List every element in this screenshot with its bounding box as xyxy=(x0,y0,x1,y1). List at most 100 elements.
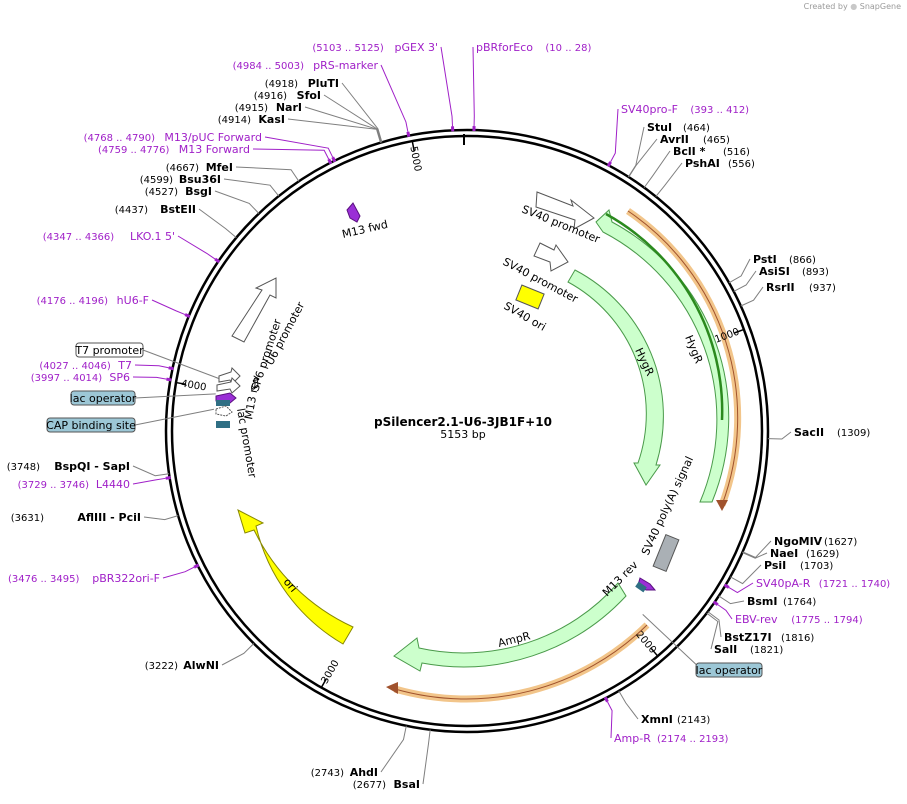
site-leader xyxy=(341,82,383,143)
site-leader xyxy=(221,643,255,666)
u6-promoter-arrow xyxy=(231,277,277,343)
snapgene-logo-icon: ● xyxy=(850,2,858,11)
site-leader xyxy=(740,286,764,307)
enzyme-name: PshAI xyxy=(685,157,720,170)
site-leader xyxy=(304,106,382,143)
primer-name: Amp-R xyxy=(614,732,651,745)
restriction-site: AflIII - PciI(3631) xyxy=(11,511,179,524)
primer-range: (2174 .. 2193) xyxy=(657,734,729,745)
tick-mark xyxy=(175,381,186,385)
boxed-feature-label: lac operator xyxy=(70,390,216,406)
tick-label: 2000 xyxy=(633,629,658,656)
site-position: (1627) xyxy=(824,537,857,548)
ampr-orf-line xyxy=(394,624,648,700)
enzyme-name: PstI xyxy=(753,253,777,266)
primer-name: M13 Forward xyxy=(179,143,250,156)
primer-leader xyxy=(380,64,409,132)
site-position: (465) xyxy=(703,135,730,146)
primer-leader xyxy=(728,582,754,594)
sv40-promoter-arrow-2 xyxy=(533,242,569,272)
credit-prefix: Created by xyxy=(803,2,848,11)
enzyme-name: NarI xyxy=(276,101,302,114)
primer-range: (1721 .. 1740) xyxy=(819,579,891,590)
primer-name: SV40pro-F xyxy=(621,103,678,116)
primer-binding-site: LKO.1 5'(4347 .. 4366) xyxy=(43,230,221,264)
site-position: (1309) xyxy=(837,428,870,439)
enzyme-name: AsiSI xyxy=(759,265,790,278)
restriction-site: PluTI(4918) xyxy=(265,77,383,143)
primer-leader xyxy=(134,364,169,369)
primer-name: L4440 xyxy=(96,478,130,491)
restriction-site: PsiI(1703) xyxy=(730,559,833,585)
primer-mark xyxy=(193,563,200,569)
primer-name: pBR322ori-F xyxy=(92,572,160,585)
lac-promoter-arrow xyxy=(215,405,233,417)
box-text: lac operator xyxy=(696,664,763,677)
restriction-site: AvrII(465) xyxy=(628,133,730,178)
primer-mark xyxy=(723,583,730,589)
t7-promoter-arrow xyxy=(216,377,241,394)
primer-binding-site: L4440(3729 .. 3746) xyxy=(18,476,171,491)
site-position: (1821) xyxy=(750,645,783,656)
lac-operator-box-left xyxy=(216,400,230,406)
primer-binding-site: pBR322ori-F (3476 .. 3495) xyxy=(8,563,200,585)
restriction-site: BstEII(4437) xyxy=(115,203,237,238)
primer-binding-site: hU6-F(4176 .. 4196) xyxy=(37,294,191,318)
enzyme-name: Bsu36I xyxy=(179,173,221,186)
tick-mark xyxy=(320,678,327,688)
box-leader xyxy=(134,393,216,399)
restriction-site: KasI(4914) xyxy=(218,113,381,143)
primer-leader xyxy=(132,376,167,380)
primer-leader xyxy=(252,148,330,160)
primer-name: pGEX 3' xyxy=(394,41,438,54)
box-leader xyxy=(642,614,703,671)
primer-leader xyxy=(264,136,334,158)
primer-leader xyxy=(607,701,613,739)
restriction-site: MfeI(4667) xyxy=(166,161,300,182)
enzyme-name: BstZ17I xyxy=(724,631,772,644)
site-position: (3631) xyxy=(11,513,44,524)
primer-name: T7 xyxy=(117,359,132,372)
primer-binding-site: pGEX 3' (5103 .. 5125) xyxy=(312,41,455,132)
backbone-outer-ring xyxy=(164,128,770,734)
enzyme-name: SfoI xyxy=(297,89,321,102)
primer-layer: pGEX 3'(5103 .. 5125)pBRforEco(10 .. 28)… xyxy=(8,41,890,745)
primer-range: (3476 .. 3495) xyxy=(8,574,80,585)
site-leader xyxy=(618,690,639,720)
primer-range: (5103 .. 5125) xyxy=(312,43,384,54)
primer-name: SV40pA-R xyxy=(756,577,811,590)
restriction-site: AlwNI(3222) xyxy=(145,643,255,672)
primer-name: EBV-rev xyxy=(735,613,778,626)
primer-range: (4347 .. 4366) xyxy=(43,232,115,243)
box-text: lac operator xyxy=(70,392,137,405)
primer-leader xyxy=(162,566,195,579)
site-position: (2743) xyxy=(311,768,344,779)
site-position: (4916) xyxy=(254,91,287,102)
feature-label: M13 fwd xyxy=(341,218,389,241)
site-leader xyxy=(627,126,645,178)
box-frame xyxy=(75,342,144,358)
restriction-site: NgoMIV(1627) xyxy=(742,535,857,559)
site-leader xyxy=(767,431,792,440)
tick-label: 5000 xyxy=(407,145,423,172)
restriction-site: RsrII(937) xyxy=(740,281,836,307)
primer-range: (10 .. 28) xyxy=(545,43,591,54)
tick-mark xyxy=(650,647,659,657)
hygr-cds-inner xyxy=(567,269,664,486)
enzyme-name: PsiI xyxy=(764,559,786,572)
tick-mark xyxy=(734,328,745,334)
site-leader xyxy=(706,612,719,650)
primer-mark xyxy=(168,366,174,371)
primer-mark xyxy=(603,696,609,703)
restriction-site: BclI *(516) xyxy=(643,145,750,188)
site-position: (4918) xyxy=(265,79,298,90)
primer-mark xyxy=(165,476,171,480)
primer-range: (4759 .. 4776) xyxy=(98,145,170,156)
restriction-site: Bsu36I(4599) xyxy=(140,173,280,197)
site-leader xyxy=(323,94,382,143)
hygr-orf-arrowhead xyxy=(716,500,728,511)
sv40-promoter-arrow-1 xyxy=(535,191,595,230)
restriction-site: PstI(866) xyxy=(728,253,816,284)
box-leader xyxy=(142,349,219,379)
enzyme-name: SacII xyxy=(794,426,824,439)
